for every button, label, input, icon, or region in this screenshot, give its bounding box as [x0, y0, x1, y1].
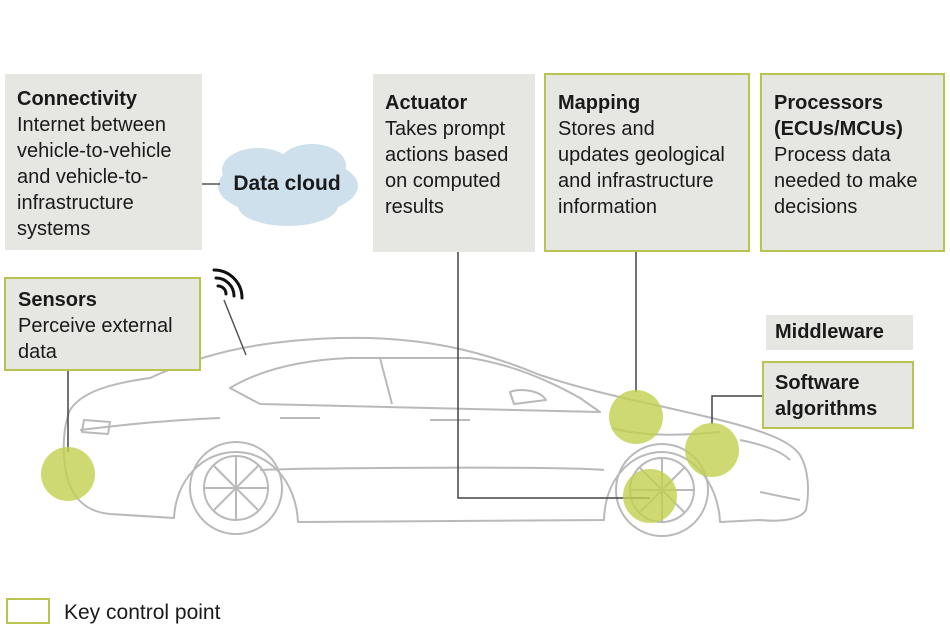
actuator-desc: Takes prompt actions based on computed r…	[385, 118, 509, 218]
actuator-title: Actuator	[385, 92, 468, 114]
sensors-title: Sensors	[18, 289, 97, 311]
control-point-mapping	[609, 390, 663, 444]
cloud-icon	[218, 144, 358, 226]
software-box: Software algorithms	[762, 361, 914, 429]
wifi-signal-icon	[212, 268, 244, 300]
middleware-box: Middleware	[766, 315, 913, 350]
connectivity-desc: Internet between vehicle-to-vehicle and …	[17, 114, 172, 240]
actuator-box: Actuator Takes prompt actions based on c…	[373, 74, 535, 252]
connectivity-box: Connectivity Internet between vehicle-to…	[5, 74, 202, 250]
antenna-mast	[223, 299, 247, 356]
control-point-sensors	[41, 447, 95, 501]
legend-label: Key control point	[64, 601, 221, 624]
connectivity-title: Connectivity	[17, 88, 138, 110]
control-point-software	[685, 423, 739, 477]
control-point-actuator	[623, 469, 677, 523]
processors-desc: Process data needed to make decisions	[774, 144, 918, 218]
mapping-desc: Stores and updates geological and infras…	[558, 118, 725, 218]
legend-swatch	[6, 598, 50, 624]
mapping-title: Mapping	[558, 92, 641, 114]
sensors-box: Sensors Perceive external data	[4, 277, 201, 371]
processors-box: Processors (ECUs/MCUs) Process data need…	[760, 73, 945, 252]
mapping-box: Mapping Stores and updates geological an…	[544, 73, 750, 252]
software-title: Software algorithms	[775, 372, 878, 420]
actuator-leader	[457, 252, 650, 499]
sensors-desc: Perceive external data	[18, 315, 173, 363]
processors-title: Processors (ECUs/MCUs)	[774, 92, 903, 140]
middleware-title: Middleware	[775, 321, 884, 343]
software-leader	[711, 395, 762, 424]
data-cloud-label: Data cloud	[233, 172, 341, 195]
